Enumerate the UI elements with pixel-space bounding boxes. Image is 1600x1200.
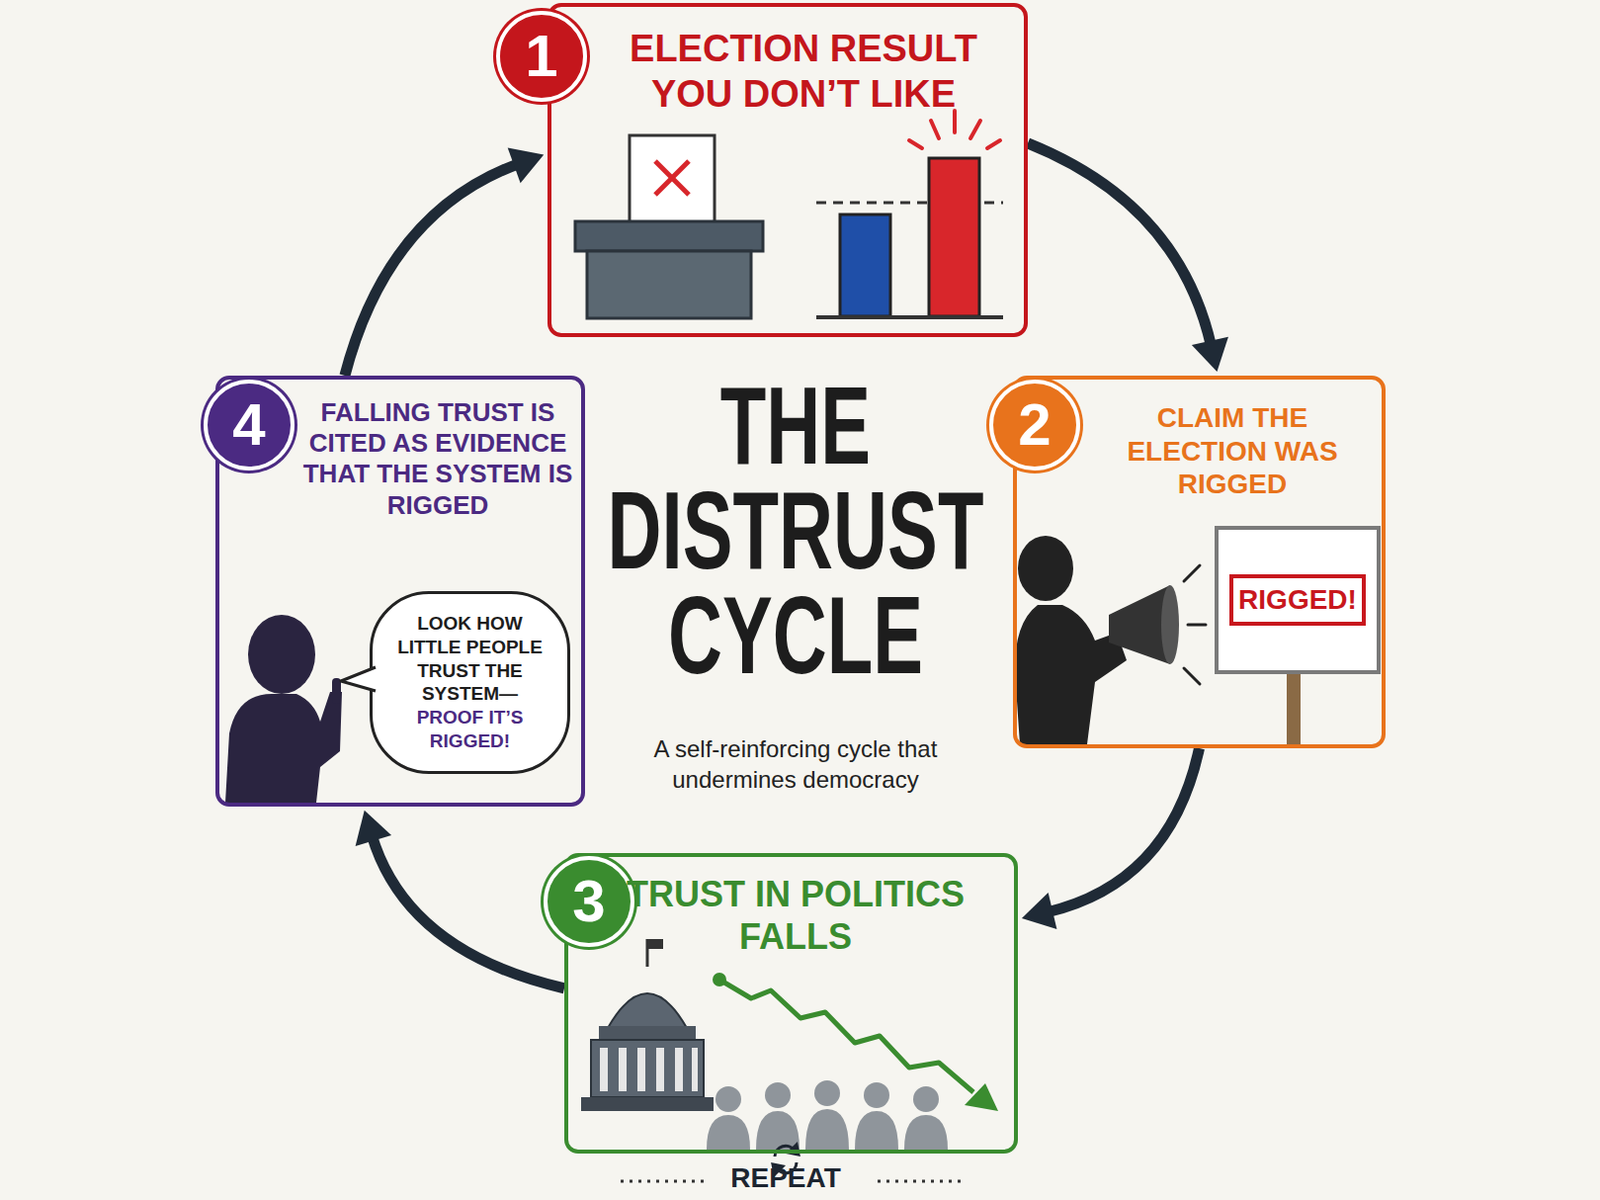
diagram-title: THE DISTRUST CYCLE (607, 373, 985, 688)
step-number: 4 (203, 379, 295, 471)
cycle-arrow (1027, 143, 1229, 372)
speaking-person (225, 614, 342, 803)
step-heading: TRUST IN POLITICS FALLS (607, 872, 984, 958)
speech-text: LOOK HOW LITTLE PEOPLE TRUST THE SYSTEM— (390, 611, 550, 706)
speech-tail (338, 663, 379, 697)
cycle-arrow (1021, 748, 1200, 929)
capitol-building (581, 938, 714, 1111)
arrowhead (507, 147, 545, 183)
arrow-shaft (1046, 748, 1199, 913)
step-box: 2CLAIM THE ELECTION WAS RIGGEDRIGGED! (1012, 375, 1386, 749)
sign-text: RIGGED! (1229, 574, 1366, 626)
repeat-label: REPEAT (730, 1164, 842, 1192)
step-box: 4FALLING TRUST IS CITED AS EVIDENCE THAT… (215, 375, 586, 807)
step-heading: FALLING TRUST IS CITED AS EVIDENCE THAT … (294, 397, 582, 521)
cycle-arrow (344, 147, 544, 376)
arrow-shaft (371, 835, 565, 989)
people (706, 1080, 948, 1150)
arrowhead (1191, 336, 1229, 372)
step-number: 3 (543, 855, 635, 947)
speech-text: PROOF IT’S RIGGED! (390, 705, 550, 754)
falling-trend (712, 972, 999, 1111)
step-number: 1 (496, 10, 588, 102)
step-number: 2 (989, 379, 1081, 471)
step-heading: CLAIM THE ELECTION WAS RIGGED (1084, 401, 1381, 502)
caption: A self-reinforcing cycle that undermines… (647, 733, 944, 795)
arrowhead (1021, 892, 1058, 929)
step-box: 3TRUST IN POLITICS FALLS (564, 852, 1018, 1154)
step-heading: ELECTION RESULT YOU DON’T LIKE (600, 26, 1007, 117)
bar-chart (816, 110, 1004, 318)
ballot-box (575, 135, 763, 319)
cycle-arrow (355, 810, 565, 989)
speech-bubble: LOOK HOW LITTLE PEOPLE TRUST THE SYSTEM—… (369, 590, 571, 774)
protest-sign: RIGGED! (1214, 525, 1381, 674)
arrow-shaft (1027, 143, 1212, 347)
step-box: 1ELECTION RESULT YOU DON’T LIKE (547, 2, 1028, 337)
arrowhead (355, 810, 392, 846)
arrow-shaft (344, 163, 520, 376)
